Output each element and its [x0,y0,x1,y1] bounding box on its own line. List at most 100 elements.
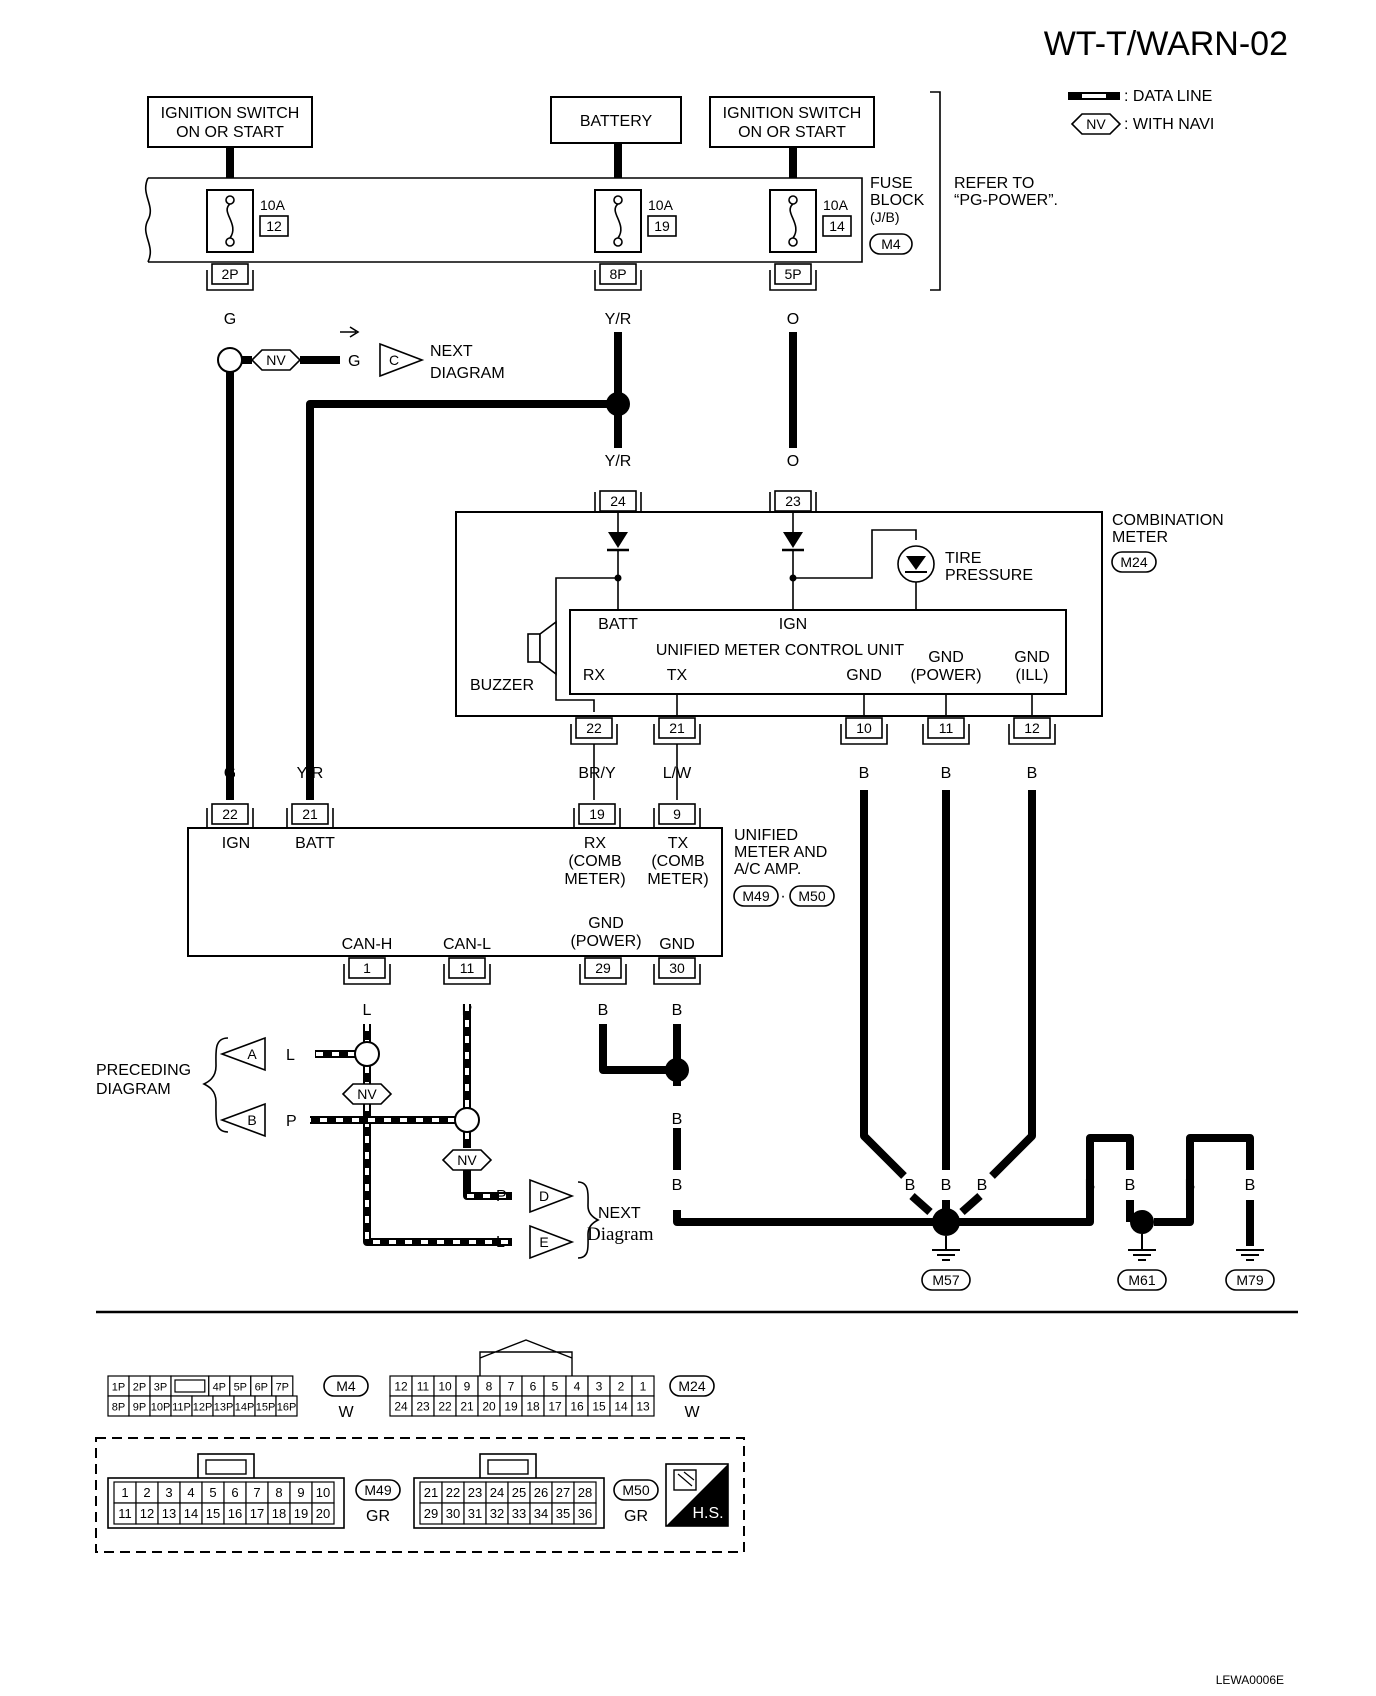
connector-pin-m49-10: 10 [316,1485,330,1500]
connector-pin-m49-16: 16 [228,1506,242,1521]
connector-pin-m4-12P: 12P [193,1401,213,1413]
amp-connector-sep: · [780,888,785,905]
connector-pin-m24-5: 5 [552,1379,559,1393]
amp-connector-m50: M50 [798,888,825,904]
refer-to-line2: “PG-POWER”. [954,192,1058,209]
wire-color-yr-low: Y/R [297,765,324,782]
connector-pin-m24-14: 14 [614,1399,628,1413]
wire-color-yr-top: Y/R [605,311,632,328]
connector-pin-m24-4: 4 [574,1379,581,1393]
b-splice-amp [665,1058,689,1082]
cm-pin-24: 24 [610,493,626,509]
combination-meter: 24 23 TIRE PRESSURE BUZZER [455,490,1224,717]
fuse-12: 10A 12 [206,189,289,253]
connector-pin-m49-6: 6 [231,1485,238,1500]
nv-tag-can-l-text: NV [457,1152,477,1168]
connector-pin-m50-32: 32 [490,1506,504,1521]
connector-a-arrow [219,1036,266,1072]
connector-pin-m49-3: 3 [165,1485,172,1500]
cm-gnd-ill-1: GND [1014,649,1050,666]
tire-pressure-lamp-icon [897,545,935,583]
refer-to-line1: REFER TO [954,175,1034,192]
preceding-line2: DIAGRAM [96,1081,171,1098]
connector-pin-m49-8: 8 [275,1485,282,1500]
connector-pin-m49-19: 19 [294,1506,308,1521]
preceding-a: A [247,1046,257,1062]
amp-tx-1: TX [668,835,689,852]
connector-pin-m24-12: 12 [394,1379,408,1393]
pin-2p: 2P [221,266,238,282]
hs-badge-text: H.S. [692,1505,723,1522]
ignition-switch-source-1: IGNITION SWITCH ON OR START [147,96,313,148]
connector-pin-m24-1: 1 [640,1379,647,1393]
amp-tx-2: (COMB [651,853,704,870]
ign2-line2: ON OR START [738,124,846,141]
connector-pin-m4-5P: 5P [234,1381,247,1393]
ignition-switch-source-2: IGNITION SWITCH ON OR START [709,96,875,148]
harness-icon [673,1469,697,1491]
amp-label-3: A/C AMP. [734,861,801,878]
connector-tag-m4: M4W [323,1375,369,1421]
wire-color-p-preceding: P [286,1113,297,1130]
battery-label: BATTERY [580,113,653,130]
preceding-line1: PRECEDING [96,1062,191,1079]
connector-pin-m4-3P: 3P [154,1381,167,1393]
connector-pin-m4-14P: 14P [235,1401,255,1413]
connector-pin-m49-11: 11 [118,1506,132,1521]
connector-pin-m24-10: 10 [438,1379,452,1393]
wire-color-b-10: B [859,765,870,782]
wire-color-o-top: O [787,311,799,328]
connector-pin-m50-27: 27 [556,1485,570,1500]
amp-can-l: CAN-L [443,936,491,953]
connector-color-m4: W [338,1404,354,1421]
connector-pin-m24-11: 11 [417,1379,430,1393]
amp-pin-22: 22 [222,806,238,822]
connector-d-arrow [529,1178,575,1214]
connector-pin-m4-6P: 6P [255,1381,268,1393]
connector-pin-m49-18: 18 [272,1506,286,1521]
g-splice [217,347,243,373]
fuse-pin-5p: 5P [769,263,817,291]
nv-legend-tag: NV [1070,113,1122,135]
connector-pin-m50-35: 35 [556,1506,570,1521]
wire-color-b-g2: B [941,1177,952,1194]
wire-color-b-g4: B [1085,1177,1096,1194]
connector-pin-m4-13P: 13P [214,1401,234,1413]
wire-color-b-g6: B [1185,1177,1196,1194]
connector-pin-m49-4: 4 [187,1485,194,1500]
ign2-line1: IGNITION SWITCH [723,105,862,122]
cm-pin-11: 11 [939,720,954,736]
connector-pin-m4-10P: 10P [151,1401,171,1413]
connector-pin-m50-21: 21 [424,1485,438,1500]
connector-id-m4: M4 [336,1378,356,1394]
ground-icon [932,1249,960,1261]
cm-gnd: GND [846,667,882,684]
ground-icon [1236,1249,1264,1261]
connector-pin-m24-7: 7 [508,1379,515,1393]
connector-pin-m24-8: 8 [486,1379,493,1393]
fuse-14-amp: 10A [823,197,849,213]
next-diagram-line1: NEXT [430,343,473,360]
connector-id-m49: M49 [364,1482,391,1498]
connector-pin-m24-16: 16 [570,1399,584,1413]
fuse-19: 10A 19 [594,189,677,253]
connector-pin-m4-15P: 15P [256,1401,276,1413]
connector-pin-m50-26: 26 [534,1485,548,1500]
connector-pin-m50-22: 22 [446,1485,460,1500]
next-diagram2-line2: Diagram [587,1224,654,1245]
connector-pin-m49-15: 15 [206,1506,220,1521]
connector-color-m50: GR [624,1508,648,1525]
connector-color-m49: GR [366,1508,390,1525]
cm-pin-22: 22 [586,720,602,736]
connector-id-m50: M50 [622,1482,649,1498]
amp-pin-1: 1 [363,960,371,976]
connector-pin-m49-12: 12 [140,1506,154,1521]
fuse-block: 10A 12 10A 19 10A 14 FUSE BLOCK (J/B) [144,91,1058,291]
connector-pin-m50-25: 25 [512,1485,526,1500]
connector-pin-m24-13: 13 [636,1399,650,1413]
amp-label-2: METER AND [734,844,827,861]
